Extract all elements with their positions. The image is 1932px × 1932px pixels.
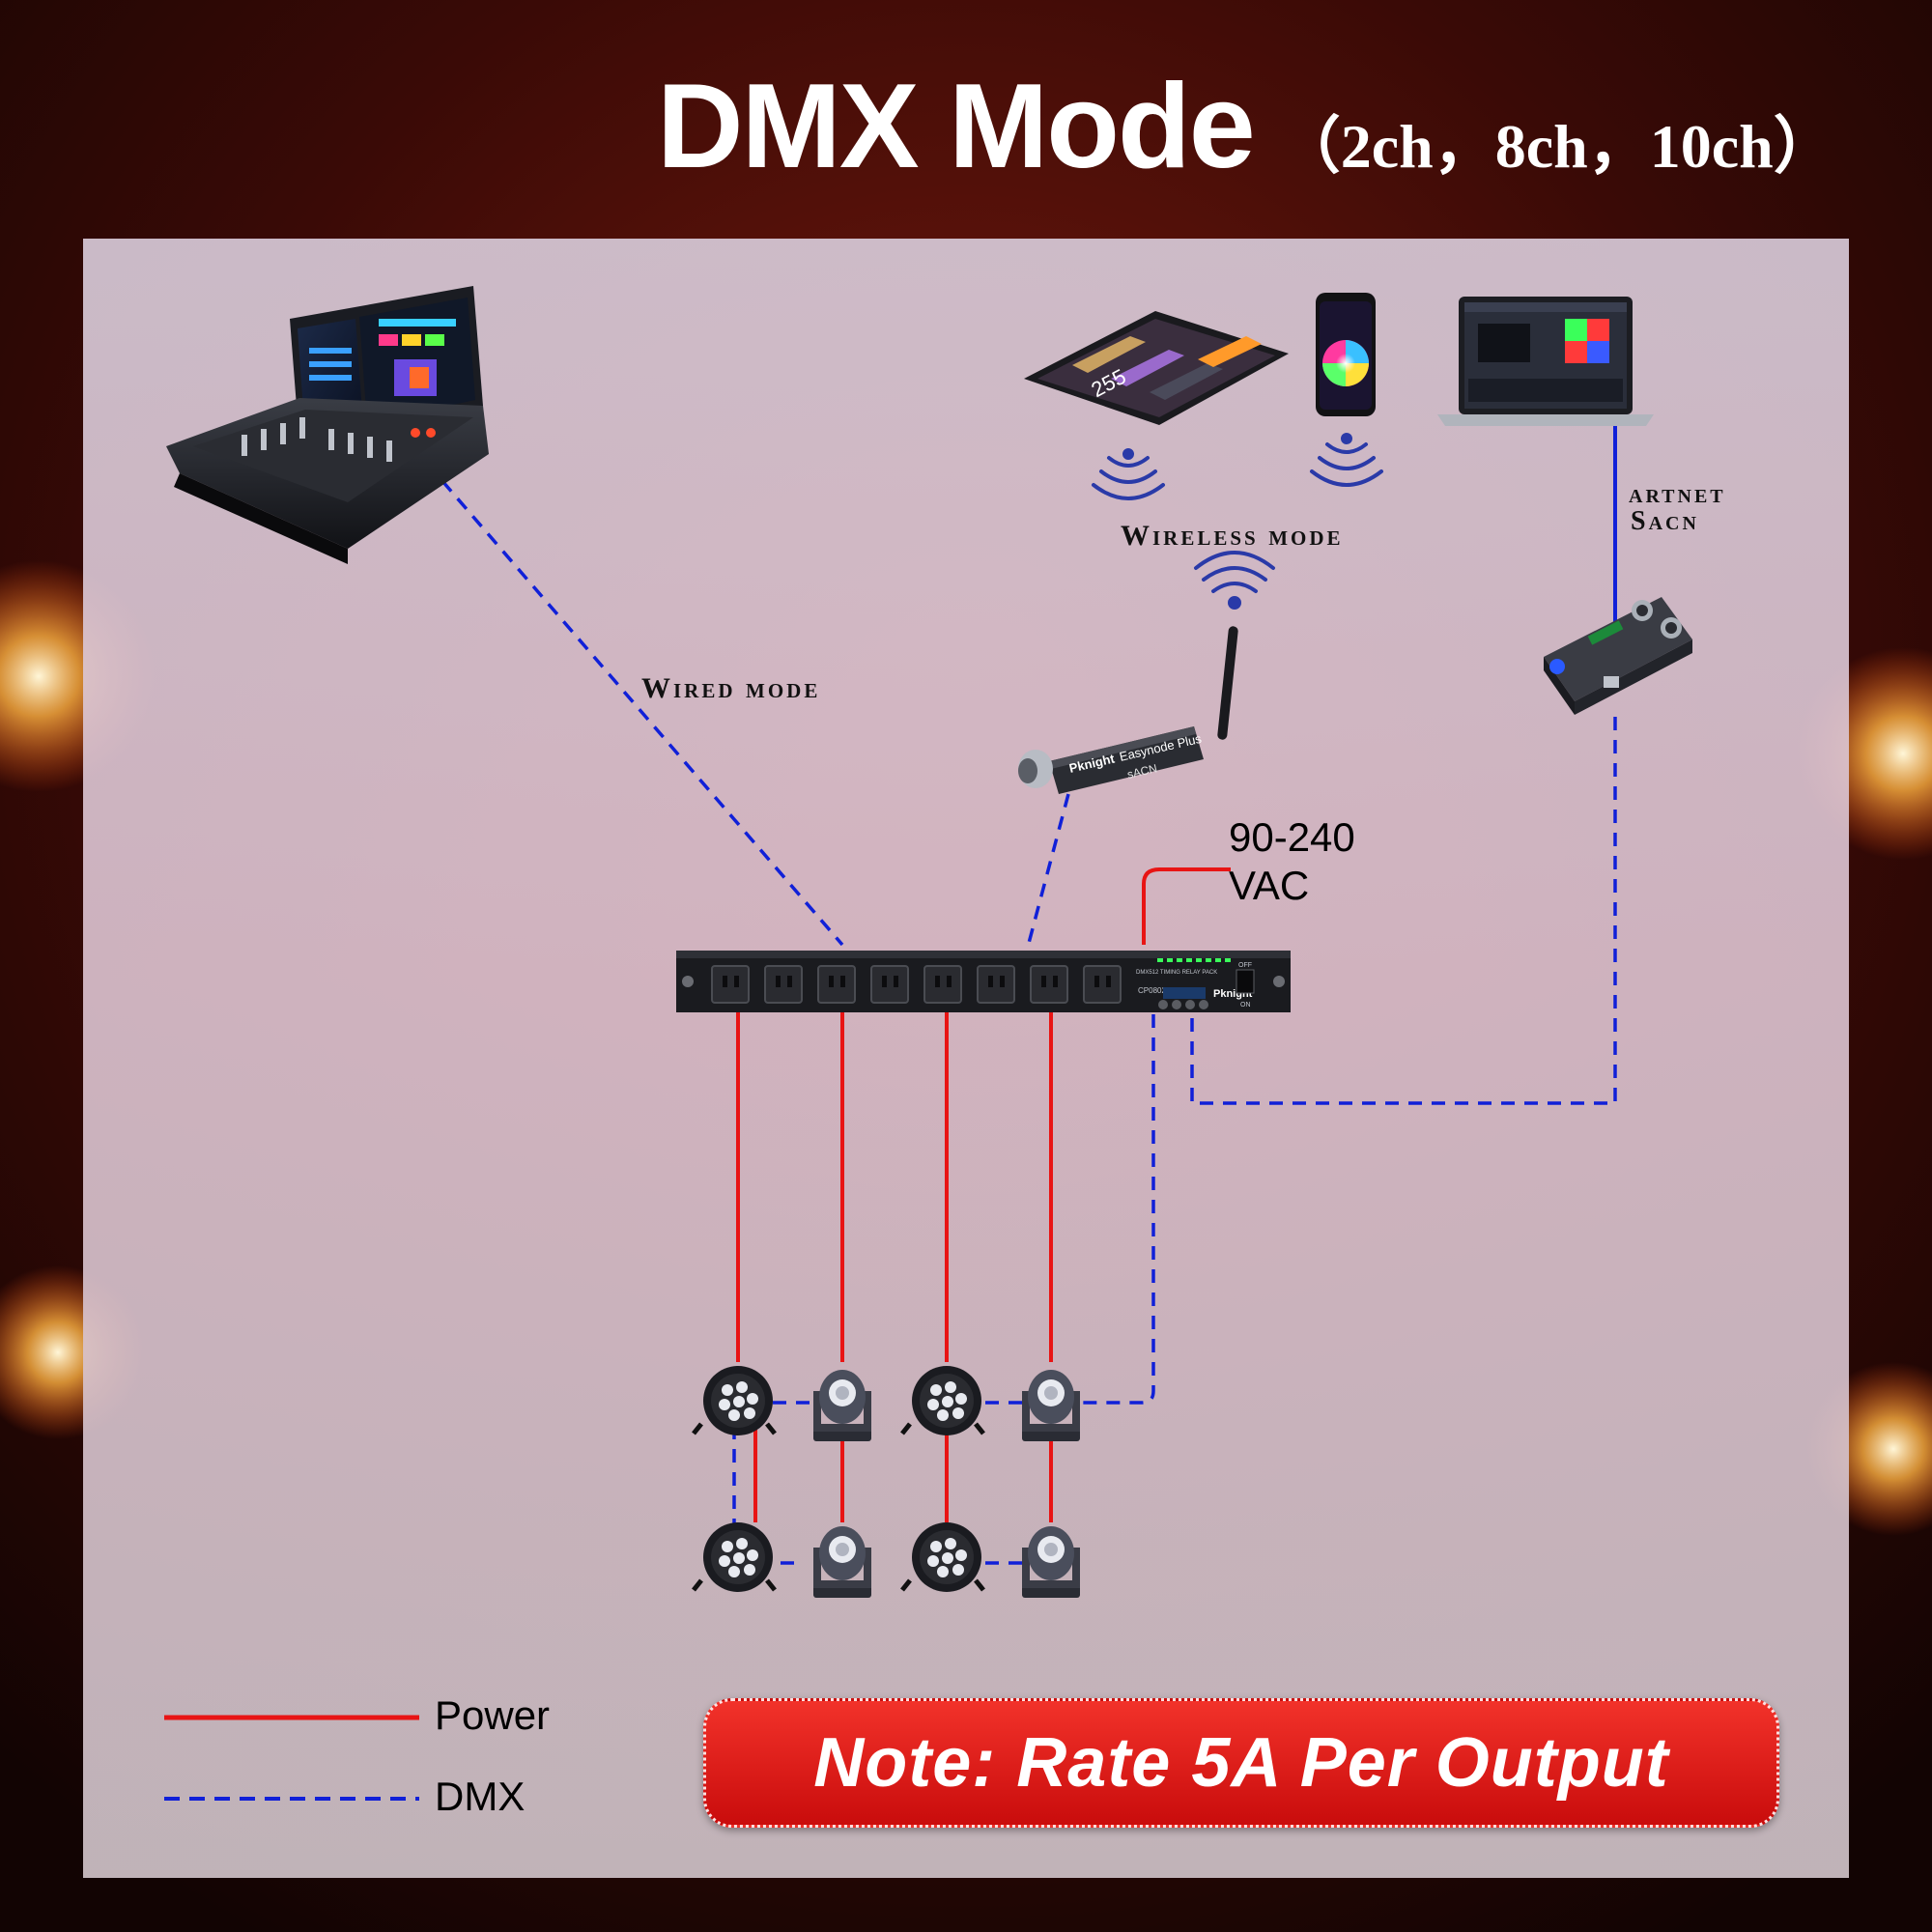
title-main: DMX Mode <box>657 60 1256 193</box>
title-channels: （2ch，8ch，10ch） <box>1278 112 1835 181</box>
outlet-4 <box>870 965 909 1004</box>
note-text: Note: Rate 5A Per Output <box>813 1724 1669 1802</box>
dmx-line-artnet-node <box>1190 717 1617 1105</box>
outlet-8 <box>1083 965 1122 1004</box>
dmx-line-wireless-node <box>1026 793 1070 948</box>
voltage-unit: VAC <box>1229 863 1310 908</box>
power-lines <box>736 867 1231 1522</box>
par-light-icon <box>900 1522 985 1592</box>
wifi-icon <box>1092 448 1165 500</box>
laptop-icon <box>1437 297 1654 426</box>
note-banner: Note: Rate 5A Per Output <box>703 1698 1779 1828</box>
outlet-7 <box>1030 965 1068 1004</box>
phone-icon <box>1316 293 1376 416</box>
wifi-icon <box>1194 551 1275 610</box>
artnet-node-icon <box>1544 597 1692 715</box>
legend-power-label: Power <box>435 1692 551 1738</box>
wifi-icon <box>1310 433 1383 487</box>
moving-head-icon <box>1022 1370 1080 1441</box>
lighting-console-icon <box>166 286 489 564</box>
sacn-label: Sacn <box>1631 506 1699 536</box>
wireless-mode-label: Wireless mode <box>1121 520 1344 552</box>
voltage-range: 90-240 <box>1229 814 1355 860</box>
dmx-lines <box>440 479 1617 1565</box>
voltage-label: 90-240 VAC <box>1229 813 1355 910</box>
dmx-line-relay-out <box>1072 1014 1155 1405</box>
relay-model: CP0802 <box>1138 986 1166 995</box>
dmx-line-console <box>440 479 844 947</box>
moving-head-icon <box>813 1370 871 1441</box>
page-title: DMX Mode （2ch，8ch，10ch） <box>657 58 1835 195</box>
moving-head-icon <box>1022 1526 1080 1598</box>
wireless-node-icon: Pknight Easynode Plus sACN <box>1018 626 1238 794</box>
moving-head-icon <box>813 1526 871 1598</box>
power-input-line <box>1142 867 1231 945</box>
par-light-icon <box>692 1522 777 1592</box>
dmx-line-fixtures <box>732 1401 1024 1565</box>
wired-mode-label: Wired mode <box>641 672 821 704</box>
par-light-icon <box>900 1366 985 1435</box>
relay-outlets <box>711 965 1122 1004</box>
tablet-icon: 255 <box>1024 311 1289 425</box>
par-light-icon <box>692 1366 777 1435</box>
legend-dmx-label: DMX <box>435 1774 526 1819</box>
relay-pack-icon: DMX512 TIMING RELAY PACK CP0802 Pknight … <box>676 951 1291 1012</box>
switch-off-label: OFF <box>1238 962 1252 969</box>
switch-on-label: ON <box>1240 1002 1251 1009</box>
artnet-label: artnet <box>1629 479 1726 509</box>
outlet-5 <box>923 965 962 1004</box>
outlet-2 <box>764 965 803 1004</box>
outlet-3 <box>817 965 856 1004</box>
outlet-1 <box>711 965 750 1004</box>
power-line-1 <box>736 1012 757 1522</box>
relay-desc: DMX512 TIMING RELAY PACK <box>1136 970 1217 976</box>
node-protocol: sACN <box>1126 761 1159 781</box>
outlet-6 <box>977 965 1015 1004</box>
